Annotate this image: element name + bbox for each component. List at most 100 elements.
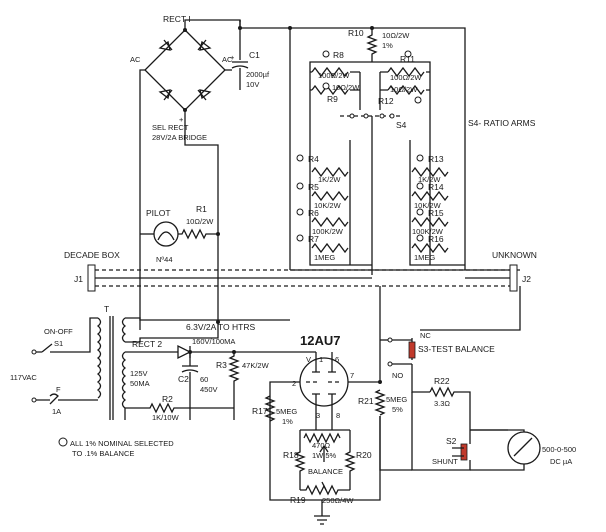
label-meter-unit: DC µA — [550, 457, 572, 466]
label-sel-rect: SEL RECT — [152, 123, 189, 132]
label-r13: R13 — [428, 154, 444, 164]
meter-microammeter — [507, 431, 541, 465]
label-secondary-voltage: 125V — [130, 369, 148, 378]
label-r18-value: 470Ω — [312, 441, 331, 450]
transformer-t — [96, 316, 127, 420]
label-r8: R8 — [333, 50, 344, 60]
label-r16: R16 — [428, 234, 444, 244]
label-r14: R14 — [428, 182, 444, 192]
label-r14-value: 10K/2W — [414, 201, 442, 210]
label-pilot: PILOT — [146, 208, 171, 218]
label-r3-value: 47K/2W — [242, 361, 270, 370]
jack-j2 — [509, 264, 518, 292]
label-r9-value: 10Ω/2W — [332, 83, 360, 92]
label-r22: R22 — [434, 376, 450, 386]
label-pin1: 1 — [319, 355, 323, 364]
label-transformer: T — [104, 304, 109, 314]
label-vac: 117VAC — [10, 373, 37, 382]
label-unknown: UNKNOWN — [492, 250, 537, 260]
switch-s4 — [340, 72, 400, 119]
label-meter-scale: 500-0-500 — [542, 445, 576, 454]
label-r7-value: 1MEG — [314, 253, 335, 262]
label-pin6: 6 — [335, 355, 339, 364]
resistor-bank-left — [311, 166, 349, 254]
label-r13-value: 1K/2W — [418, 175, 441, 184]
label-r19-value: 250Ω/4W — [322, 496, 354, 505]
pilot-lamp — [153, 221, 179, 247]
label-on-off: ON-OFF — [44, 327, 73, 336]
label-heater-supply: 6.3V/2A TO HTRS — [186, 322, 255, 332]
label-r9: R9 — [327, 94, 338, 104]
label-r5: R5 — [308, 182, 319, 192]
label-c1-value: 2000µf — [246, 70, 270, 79]
label-r17: R17 — [252, 406, 268, 416]
label-r5-value: 10K/2W — [314, 201, 342, 210]
label-r16-value: 1MEG — [414, 253, 435, 262]
label-r20: R20 — [356, 450, 372, 460]
jack-j1 — [87, 264, 96, 292]
label-balance: BALANCE — [308, 467, 343, 476]
label-s4-ratio-arms: S4- RATIO ARMS — [468, 118, 536, 128]
label-j2: J2 — [522, 274, 531, 284]
bridge-rectifier-rect1 — [144, 28, 226, 112]
label-r2-value: 1K/10W — [152, 413, 180, 422]
label-r8-value: 100Ω/2W — [318, 71, 350, 80]
vacuum-tube-12au7 — [299, 357, 349, 407]
label-r1: R1 — [196, 204, 207, 214]
label-bridge-rating: 28V/2A BRIDGE — [152, 133, 207, 142]
capacitor-c1 — [231, 61, 249, 90]
label-r6: R6 — [308, 208, 319, 218]
label-rect2: RECT 2 — [132, 339, 162, 349]
label-rect2-rating: 160V/100MA — [192, 337, 235, 346]
label-r22-value: 3.3Ω — [434, 399, 450, 408]
label-pin3: 3 — [316, 411, 320, 420]
label-c1-voltage: 10V — [246, 80, 259, 89]
label-r12: R12 — [378, 96, 394, 106]
label-r18-rating: 1W 5% — [312, 451, 337, 460]
label-r7: R7 — [308, 234, 319, 244]
label-c2: C2 — [178, 374, 189, 384]
label-pin-v: V — [306, 355, 311, 364]
label-secondary-current: 50MA — [130, 379, 150, 388]
label-fuse: F — [56, 385, 61, 394]
label-j1: J1 — [74, 274, 83, 284]
note-line-2: TO .1% BALANCE — [72, 449, 134, 458]
label-r11: R11 — [400, 54, 415, 64]
note-line-1: ALL 1% NOMINAL SELECTED — [70, 439, 174, 448]
label-r21-tolerance: 5% — [392, 405, 403, 414]
label-r15-value: 100K/2W — [412, 227, 444, 236]
label-pilot-number: Nº44 — [156, 255, 173, 264]
label-r6-value: 100K/2W — [312, 227, 344, 236]
label-r19: R19 — [290, 495, 306, 505]
label-r10-tolerance: 1% — [382, 41, 393, 50]
label-pin2: 2 — [292, 379, 296, 388]
label-fuse-rating: 1A — [52, 407, 61, 416]
label-r18: R18 — [283, 450, 299, 460]
label-r4: R4 — [308, 154, 319, 164]
label-r17-value: 5MEG — [276, 407, 297, 416]
pushbutton-s3 — [408, 341, 416, 359]
label-r15: R15 — [428, 208, 444, 218]
label-r21: R21 — [358, 396, 374, 406]
label-pin8: 8 — [336, 411, 340, 420]
label-r21-value: 5MEG — [386, 395, 407, 404]
label-rect1: RECT I — [163, 14, 191, 24]
label-tube: 12AU7 — [300, 333, 340, 348]
label-r10: R10 — [348, 28, 364, 38]
label-c2-value: 60 — [200, 375, 208, 384]
label-c1-plus: + — [230, 53, 235, 62]
label-decade-box: DECADE BOX — [64, 250, 120, 260]
label-r3: R3 — [216, 360, 227, 370]
label-ac-left: AC — [130, 55, 141, 64]
label-r4-value: 1K/2W — [318, 175, 341, 184]
label-r1-value: 10Ω/2W — [186, 217, 214, 226]
label-pin7: 7 — [350, 371, 354, 380]
label-shunt: SHUNT — [432, 457, 458, 466]
note-marker-icon — [58, 437, 68, 447]
resistor-bank-right — [411, 166, 449, 254]
label-plus-bridge: + — [179, 115, 184, 124]
label-c1: C1 — [249, 50, 260, 60]
label-nc: NC — [420, 331, 431, 340]
label-s1: S1 — [54, 339, 63, 348]
